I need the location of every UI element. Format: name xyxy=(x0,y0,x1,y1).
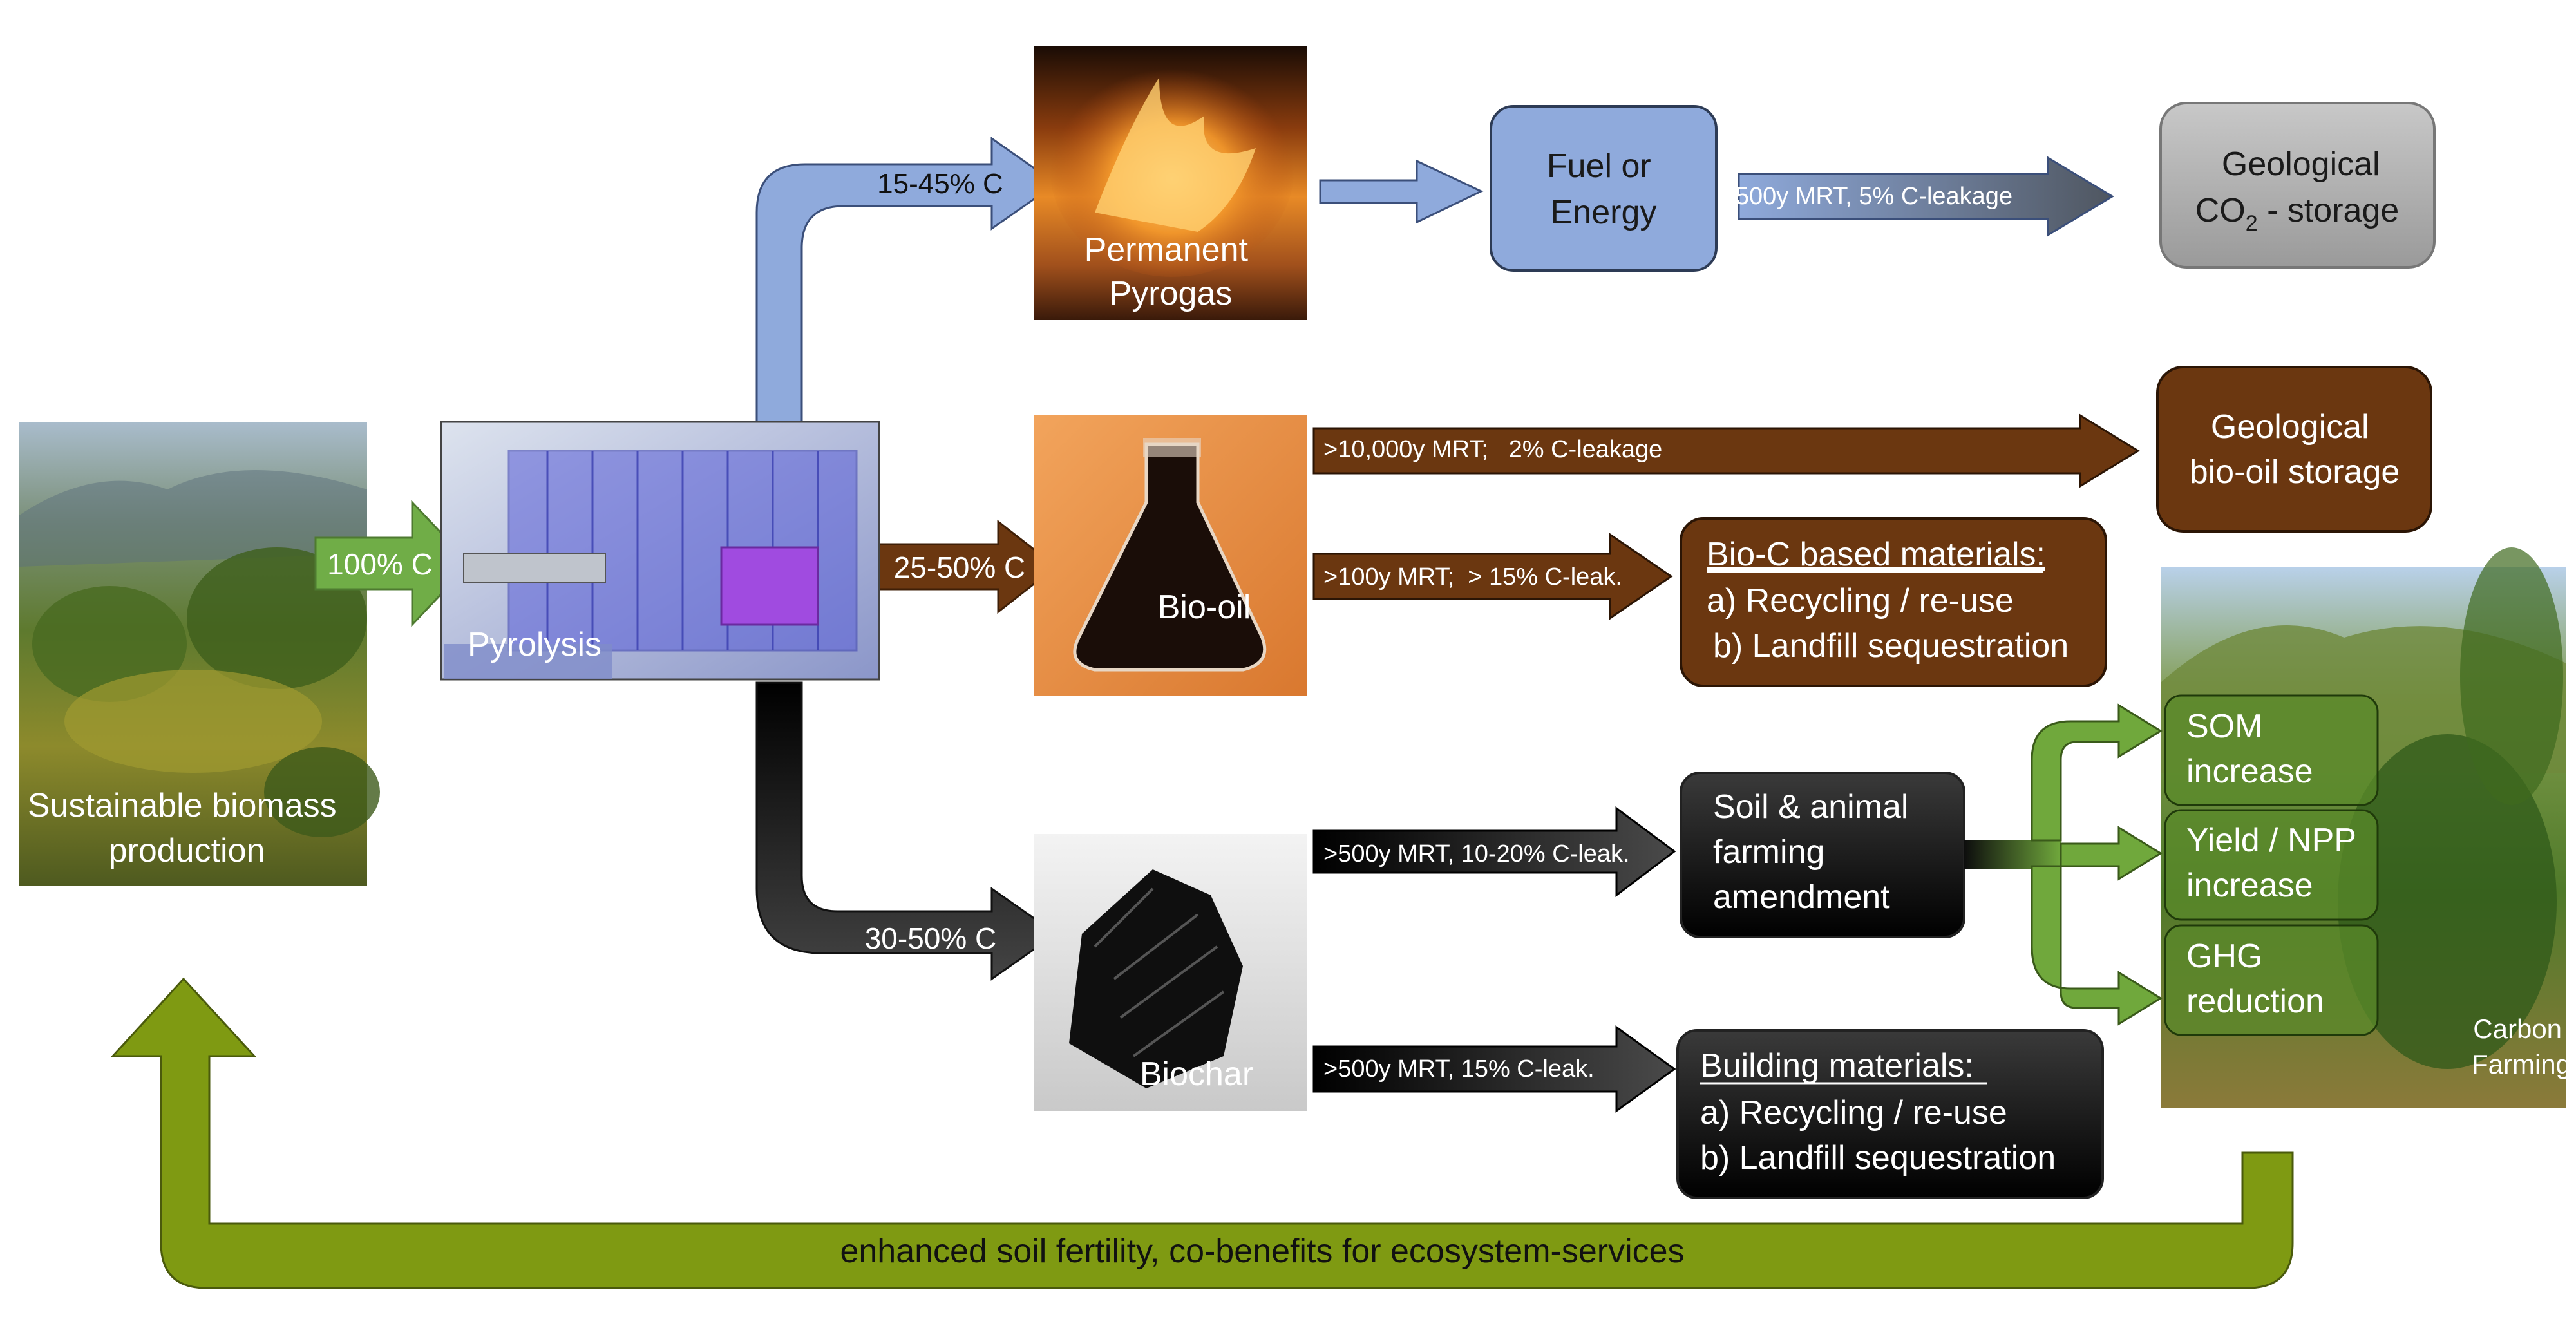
building-materials-title: Building materials: xyxy=(1700,1047,1974,1085)
bio-oil-label: Bio-oil xyxy=(1158,589,1251,626)
building-materials-b: b) Landfill sequestration xyxy=(1700,1139,2056,1177)
biochar-label: Biochar xyxy=(1140,1056,1253,1093)
char-to-soil-label: >500y MRT, 10-20% C-leak. xyxy=(1323,840,1630,867)
char-to-soil-arrow xyxy=(1312,806,1676,898)
som-label: SOM increase xyxy=(2186,708,2313,790)
ghg-box xyxy=(2164,924,2379,1036)
som-box xyxy=(2164,694,2379,806)
gas-fraction-label: 15-45% C xyxy=(877,168,1003,200)
pyrogas-to-fuel-arrow xyxy=(1319,159,1484,224)
bio-c-materials-box xyxy=(1680,517,2107,687)
yield-label: Yield / NPP increase xyxy=(2186,822,2365,904)
pyrolysis-image: Pyrolysis xyxy=(440,421,880,681)
oil-to-materials-arrow xyxy=(1312,533,1673,620)
bio-oil-storage-box xyxy=(2156,366,2432,533)
ghg-label: GHG reduction xyxy=(2186,938,2324,1020)
input-arrow-label: 100% C xyxy=(327,547,433,581)
bio-oil-image: Bio-oil xyxy=(1034,415,1307,696)
fuel-to-storage-arrow xyxy=(1738,156,2114,237)
bio-c-materials-title: Bio-C based materials: xyxy=(1707,536,2045,573)
biochar-image: Biochar xyxy=(1034,834,1307,1111)
oil-fraction-label: 25-50% C xyxy=(894,551,1026,584)
bio-c-materials-a: a) Recycling / re-use xyxy=(1707,582,2014,620)
oil-flow-arrow xyxy=(875,519,1058,614)
char-flow-arrow xyxy=(755,681,1058,981)
char-fraction-label: 30-50% C xyxy=(865,922,997,955)
feedback-label: enhanced soil fertility, co-benefits for… xyxy=(840,1233,1684,1270)
oil-to-materials-label: >100y MRT; > 15% C-leak. xyxy=(1323,564,1622,591)
oil-to-geo-label: >10,000y MRT; 2% C-leakage xyxy=(1323,436,1662,463)
fuel-energy-box xyxy=(1490,105,1718,272)
bio-c-materials-b: b) Landfill sequestration xyxy=(1713,627,2069,665)
pyrogas-label: Permanent Pyrogas xyxy=(1084,231,1258,312)
building-materials-box xyxy=(1676,1029,2104,1199)
fork-arrows xyxy=(1964,703,2163,1026)
co2-storage-box xyxy=(2159,102,2436,269)
yield-box xyxy=(2164,809,2379,921)
char-to-building-label: >500y MRT, 15% C-leak. xyxy=(1323,1056,1595,1083)
fuel-to-storage-label: 500y MRT, 5% C-leakage xyxy=(1736,183,2012,210)
bio-oil-storage-label: Geological bio-oil storage xyxy=(2190,408,2400,491)
building-materials-a: a) Recycling / re-use xyxy=(1700,1094,2007,1132)
char-to-building-arrow xyxy=(1312,1025,1676,1113)
pyrolysis-label: Pyrolysis xyxy=(468,626,601,663)
soil-amendment-label: Soil & animal farming amendment xyxy=(1713,788,1918,916)
carbon-farming-label: Carbon Farming xyxy=(2472,1014,2571,1079)
co2-storage-label: Geological CO2 - storage xyxy=(2195,146,2400,236)
fuel-energy-label: Fuel or Energy xyxy=(1547,147,1660,231)
biomass-photo: Sustainable biomass production xyxy=(19,422,380,886)
biomass-label: Sustainable biomass production xyxy=(28,787,346,869)
pyrogas-image: Permanent Pyrogas xyxy=(1034,46,1307,320)
feedback-arrow xyxy=(110,977,2294,1289)
oil-to-geo-arrow xyxy=(1312,413,2140,488)
